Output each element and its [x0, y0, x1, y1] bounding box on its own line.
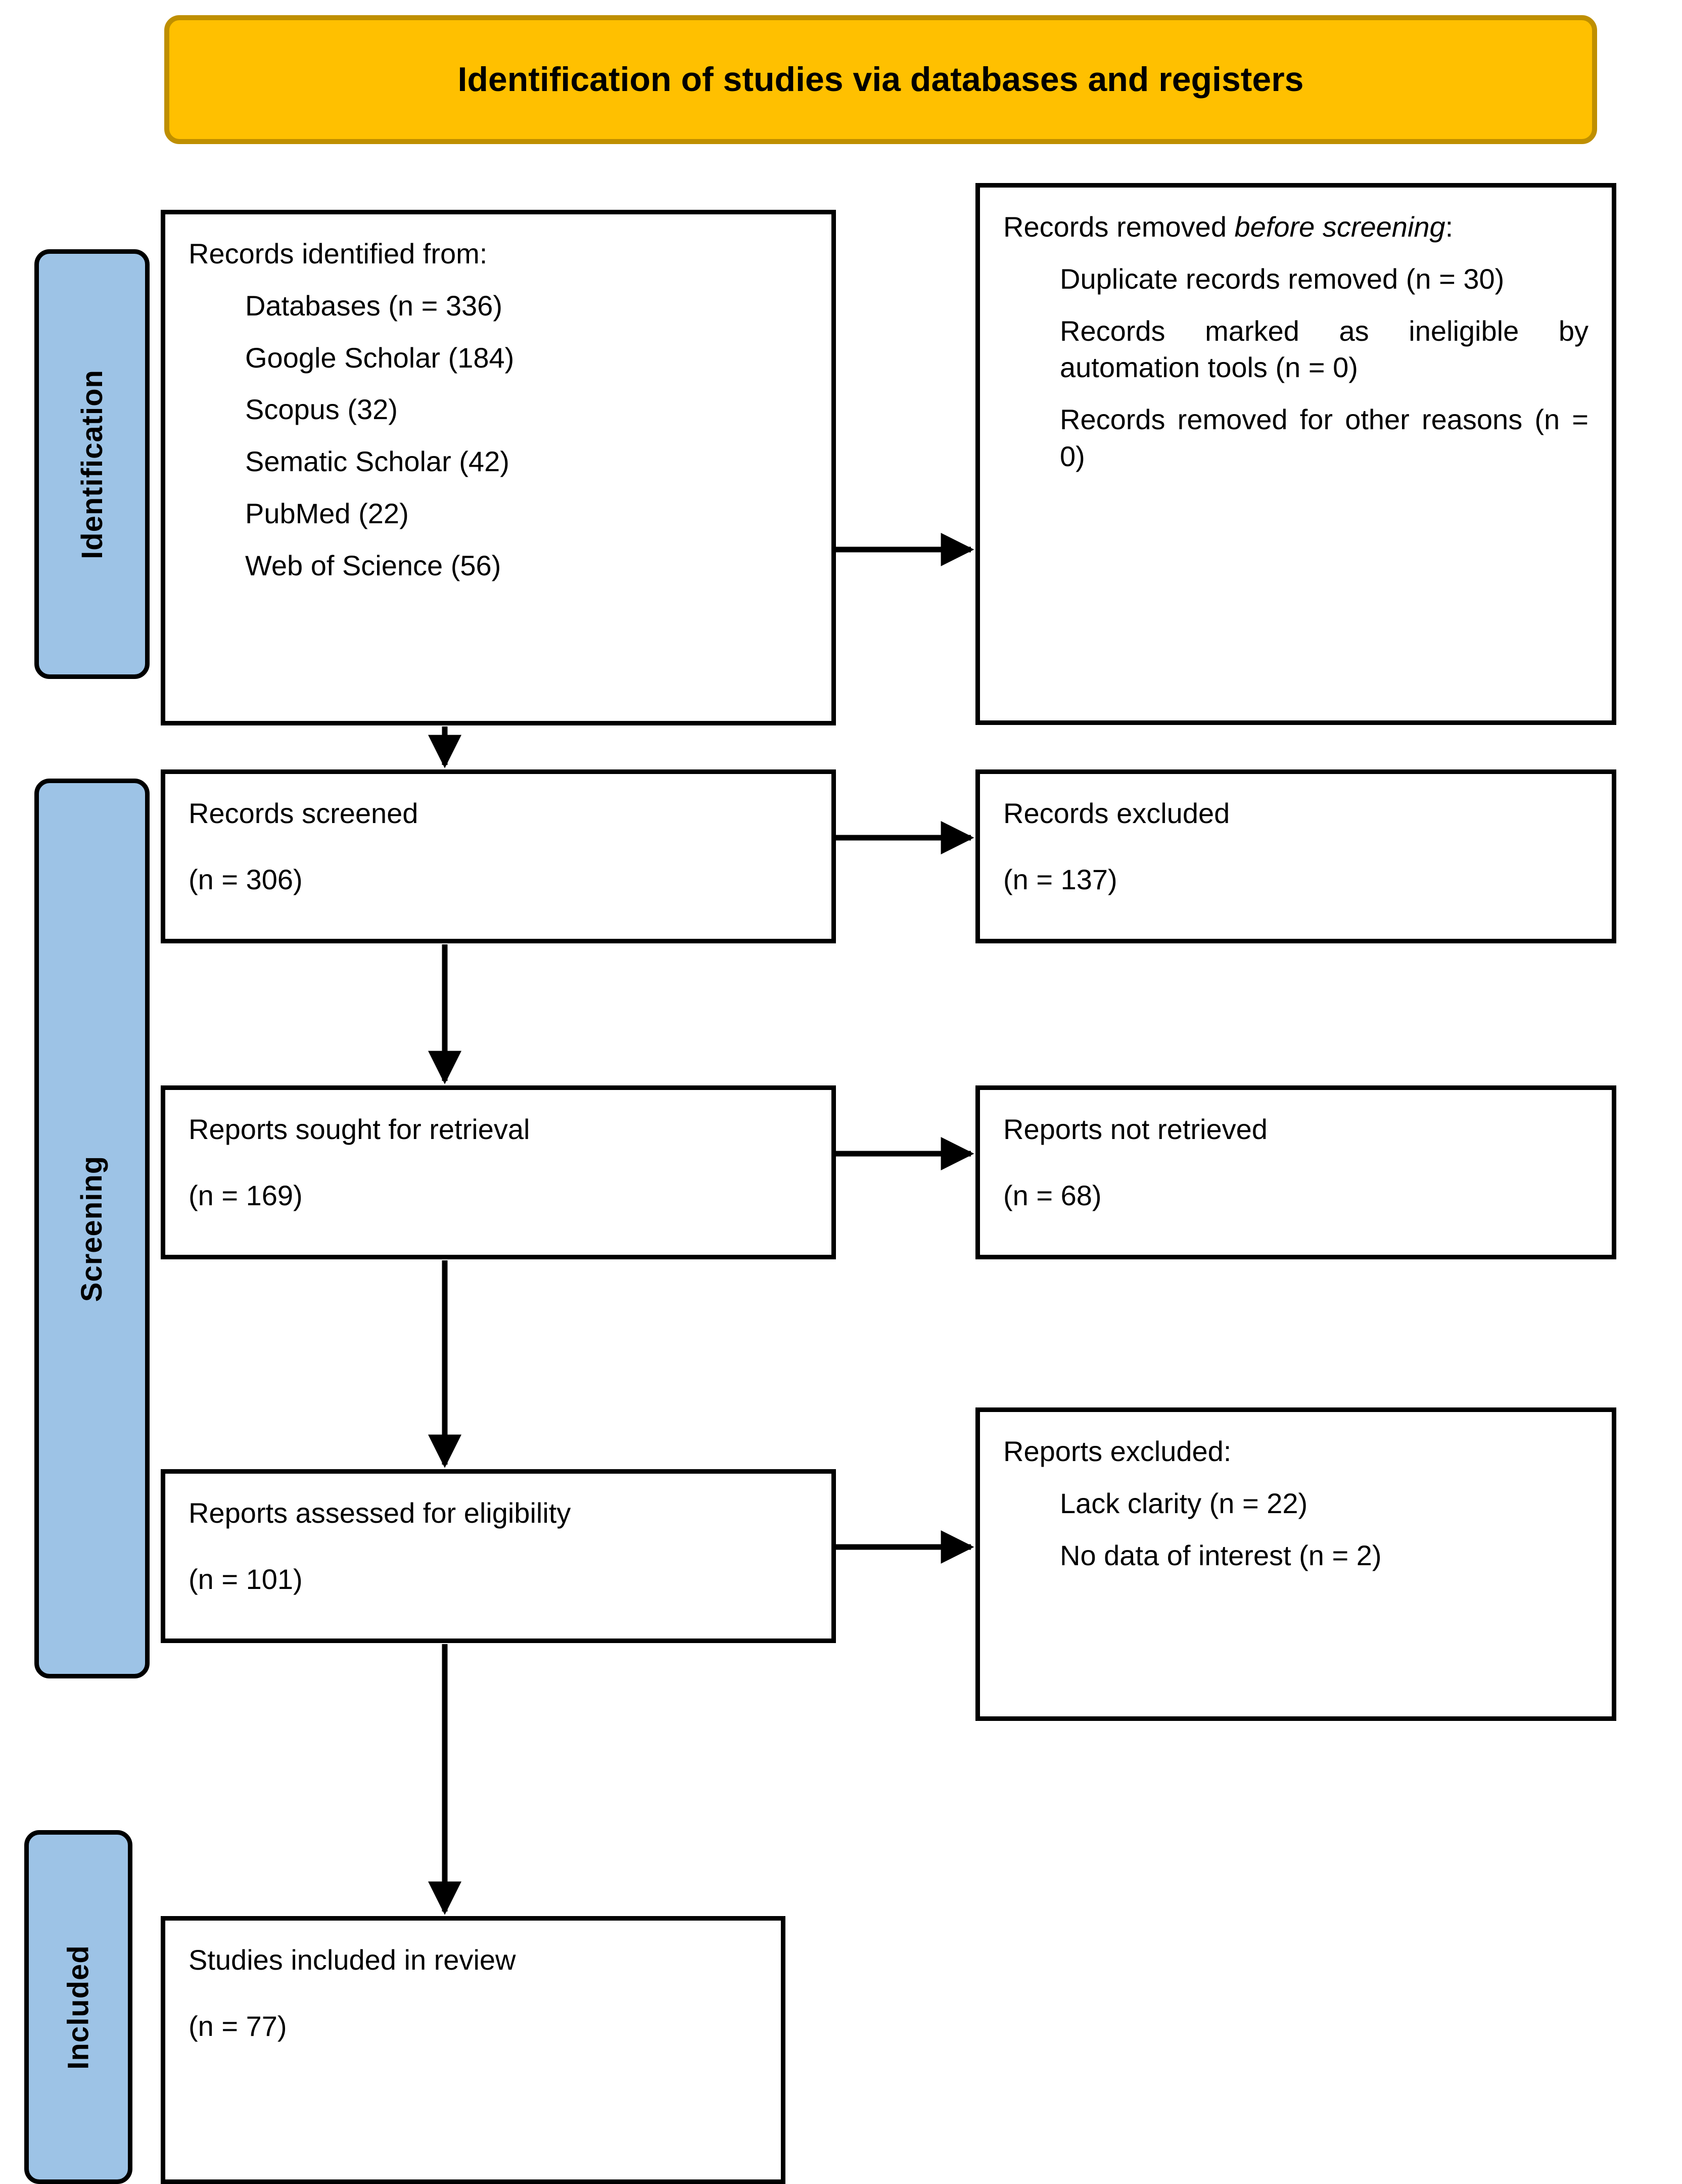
- removal-reason-other: Records removed for other reasons (n = 0…: [1060, 403, 1588, 472]
- box-records-excluded: Records excluded (n = 137): [975, 769, 1616, 943]
- reports-not-retrieved-label: Reports not retrieved: [1003, 1113, 1268, 1145]
- source-item-semantic-scholar: Sematic Scholar (42): [245, 445, 509, 478]
- box-reports-not-retrieved: Reports not retrieved (n = 68): [975, 1085, 1616, 1259]
- stage-tab-identification: Identification: [34, 249, 150, 679]
- records-removed-heading-post: :: [1445, 211, 1454, 243]
- source-item-databases: Databases (n = 336): [245, 289, 502, 322]
- records-removed-heading: Records removed before screening:: [1003, 209, 1588, 246]
- stage-label-included: Included: [62, 1944, 95, 2070]
- source-item-pubmed: PubMed (22): [245, 497, 409, 529]
- box-reports-assessed: Reports assessed for eligibility (n = 10…: [161, 1469, 836, 1643]
- box-records-identified: Records identified from: Databases (n = …: [161, 210, 836, 725]
- records-removed-heading-emphasis: before screening: [1234, 211, 1445, 243]
- stage-label-identification: Identification: [75, 369, 109, 559]
- reports-assessed-label: Reports assessed for eligibility: [189, 1497, 571, 1529]
- box-reports-excluded: Reports excluded: Lack clarity (n = 22) …: [975, 1407, 1616, 1721]
- stage-tab-screening: Screening: [34, 779, 150, 1678]
- reports-sought-label: Reports sought for retrieval: [189, 1113, 530, 1145]
- records-removed-heading-pre: Records removed: [1003, 211, 1235, 243]
- studies-included-count: (n = 77): [189, 2010, 287, 2042]
- records-identified-heading: Records identified from:: [189, 238, 488, 269]
- records-screened-count: (n = 306): [189, 863, 303, 895]
- removal-reason-duplicates: Duplicate records removed (n = 30): [1060, 262, 1505, 295]
- source-item-google-scholar: Google Scholar (184): [245, 341, 515, 374]
- box-records-removed: Records removed before screening: Duplic…: [975, 183, 1616, 725]
- reports-not-retrieved-count: (n = 68): [1003, 1179, 1102, 1211]
- box-records-screened: Records screened (n = 306): [161, 769, 836, 943]
- records-excluded-label: Records excluded: [1003, 797, 1230, 829]
- removal-reason-automation: Records marked as ineligible by automati…: [1060, 314, 1588, 384]
- header-banner: Identification of studies via databases …: [164, 15, 1597, 144]
- exclusion-reason-no-data: No data of interest (n = 2): [1060, 1539, 1382, 1571]
- records-excluded-count: (n = 137): [1003, 863, 1117, 895]
- page-title: Identification of studies via databases …: [457, 60, 1304, 99]
- box-studies-included: Studies included in review (n = 77): [161, 1916, 785, 2184]
- exclusion-reason-lack-clarity: Lack clarity (n = 22): [1060, 1487, 1308, 1519]
- box-reports-sought: Reports sought for retrieval (n = 169): [161, 1085, 836, 1259]
- studies-included-label: Studies included in review: [189, 1944, 516, 1976]
- records-screened-label: Records screened: [189, 797, 418, 829]
- source-item-web-of-science: Web of Science (56): [245, 549, 501, 581]
- stage-label-screening: Screening: [75, 1155, 109, 1302]
- reports-assessed-count: (n = 101): [189, 1563, 303, 1595]
- reports-excluded-heading: Reports excluded:: [1003, 1435, 1232, 1467]
- stage-tab-included: Included: [24, 1830, 132, 2184]
- reports-sought-count: (n = 169): [189, 1179, 303, 1211]
- source-item-scopus: Scopus (32): [245, 393, 398, 426]
